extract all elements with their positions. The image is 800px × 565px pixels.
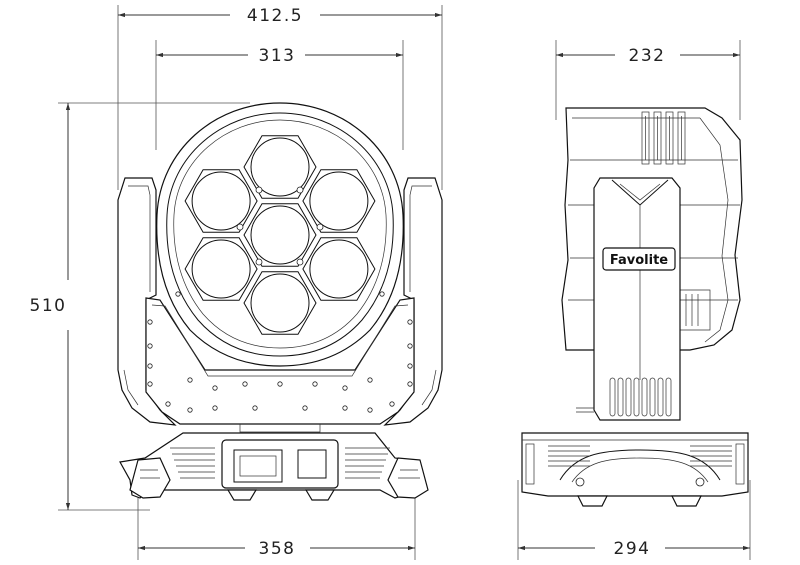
panel-screw [342,385,348,391]
panel-screw [147,381,153,387]
lens-screw [296,258,304,266]
panel-screws [147,291,413,413]
moving-head-lens [156,102,404,367]
panel-screw [389,401,395,407]
base-screw-right [695,477,705,487]
lcd-screen [233,449,283,483]
lens-circle [250,205,310,265]
panel-screw [367,407,373,413]
panel-screw [407,343,413,349]
panel-screw [147,363,153,369]
dimension-height: 510 [30,102,250,511]
side-foot-right [671,495,702,507]
panel-screw [312,381,318,387]
front-view [117,102,443,501]
panel-screw [379,291,385,297]
head-width-label: 313 [259,46,296,66]
side-depth-label: 232 [629,46,666,66]
yoke-hinge [239,424,321,433]
base-side-vents [525,443,745,485]
side-base [521,432,749,507]
lens-screw [236,223,244,231]
display-panel [221,439,339,489]
lens-hex-frame [302,169,376,233]
base-foot-right [304,489,336,501]
panel-screw [242,381,248,387]
lens-hex-frame [184,169,258,233]
front-base [119,432,429,501]
lens-cells [184,135,376,335]
lens-circle [191,239,251,299]
side-base-depth-label: 294 [614,539,651,559]
lens-screw [255,186,263,194]
dimension-side-depth: 232 [555,40,741,120]
yoke-right-arm [383,177,443,426]
head-vent-slots [641,111,686,165]
panel-screw [342,405,348,411]
lens-hex-frame [243,271,317,335]
side-yoke-arm: Favolite [576,177,681,421]
lens-hex-frame [184,237,258,301]
side-foot-left [577,495,608,507]
panel-screw [187,407,193,413]
overall-width-label: 412.5 [247,6,303,26]
panel-screw [147,319,153,325]
panel-screw [367,377,373,383]
lens-screw [316,223,324,231]
dimension-head-width: 313 [155,40,404,150]
lens-circle [250,273,310,333]
lens-hex-frame [243,203,317,267]
lens-circle [309,171,369,231]
base-vents [170,447,390,479]
yoke-panel [145,297,415,425]
panel-screw [165,401,171,407]
control-keypad [297,449,327,479]
brand-logo: Favolite [610,253,668,268]
panel-screw [302,405,308,411]
lens-screw [255,258,263,266]
side-view: Favolite [521,107,749,507]
panel-screw [407,381,413,387]
brand-plate [602,247,676,271]
panel-screw [212,405,218,411]
base-width-label: 358 [259,539,296,559]
lens-circle [191,171,251,231]
lens-circle [309,239,369,299]
lens-circle [250,137,310,197]
panel-screw [147,343,153,349]
lens-hex-frame [302,237,376,301]
base-foot-left [226,489,258,501]
height-label: 510 [30,296,67,316]
panel-screw [277,381,283,387]
panel-screw [187,377,193,383]
panel-screw [175,291,181,297]
panel-screw [407,363,413,369]
lens-screw [296,186,304,194]
base-screw-left [575,477,585,487]
lens-hex-frame [243,135,317,199]
dimension-side-base-depth: 294 [517,480,751,560]
panel-screw [252,405,258,411]
arm-cooling-fins [609,377,672,417]
panel-screw [212,385,218,391]
yoke-left-arm [117,177,177,426]
panel-screw [407,319,413,325]
dimension-overall-width: 412.5 [117,5,443,190]
